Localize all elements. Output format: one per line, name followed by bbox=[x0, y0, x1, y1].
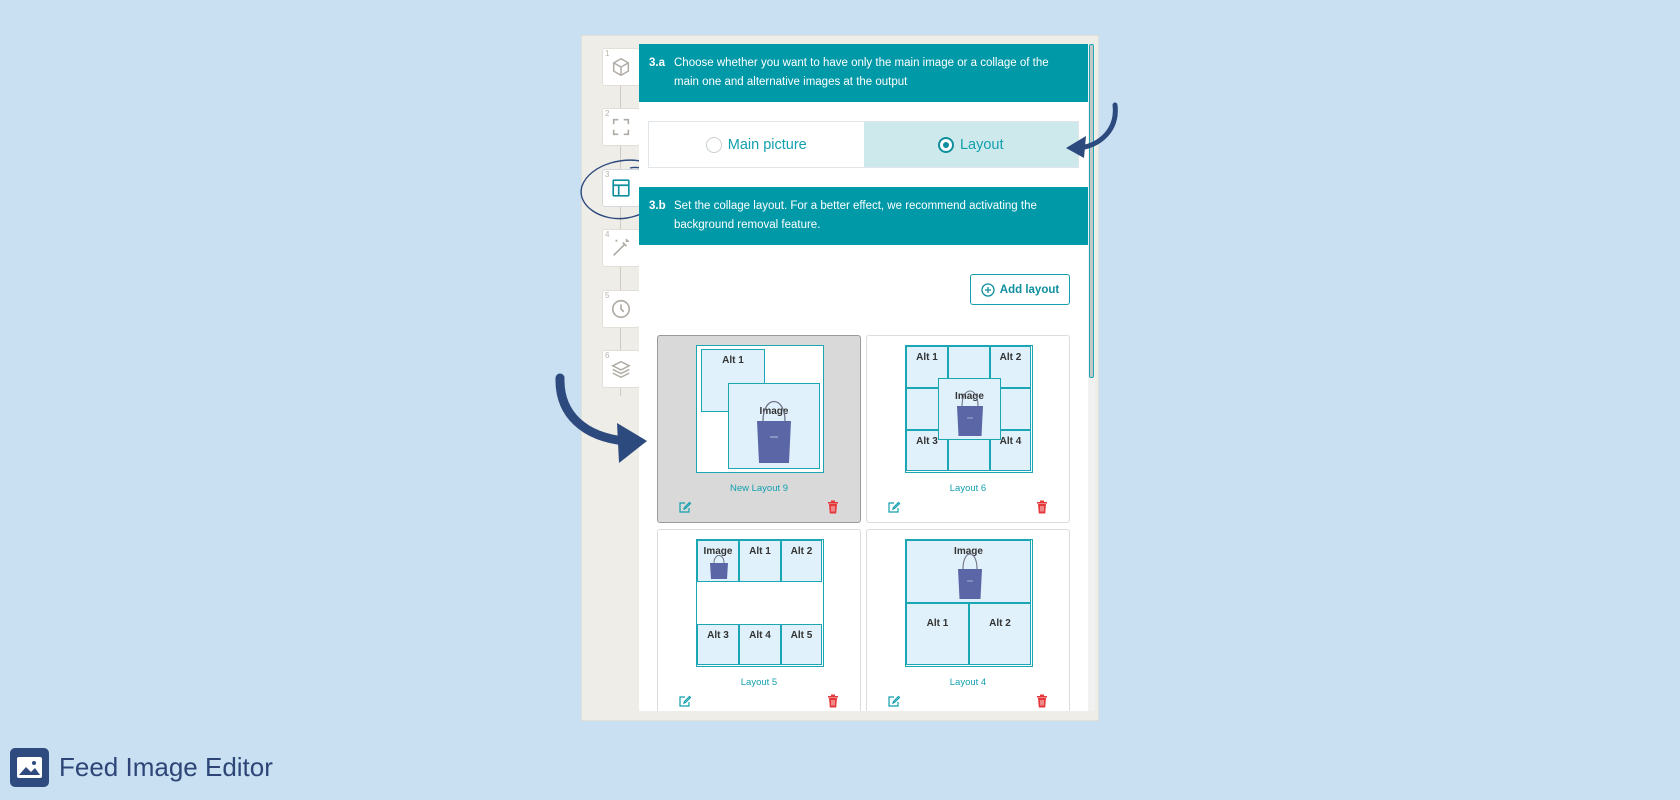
section-text: Choose whether you want to have only the… bbox=[674, 57, 1049, 88]
option-label: Main picture bbox=[727, 136, 807, 153]
trash-icon[interactable] bbox=[1036, 694, 1048, 708]
layout-card[interactable]: Image Alt 1 Alt 2 Layout 4 bbox=[866, 529, 1070, 711]
arrow-to-layout-option bbox=[1066, 102, 1118, 158]
step-3-layout[interactable]: 3 bbox=[602, 169, 640, 207]
cube-icon bbox=[612, 57, 630, 77]
trash-icon[interactable] bbox=[827, 500, 839, 514]
tote-bag-image bbox=[710, 555, 728, 579]
radio-button[interactable] bbox=[705, 136, 722, 153]
layout-icon bbox=[612, 179, 630, 197]
step-5-schedule[interactable]: 5 bbox=[602, 290, 640, 328]
layout-preview: Image Alt 1 Alt 2 Alt 3 Alt 4 Alt 5 bbox=[696, 539, 824, 667]
tote-bag-image bbox=[958, 553, 982, 599]
layout-name: New Layout 9 bbox=[729, 483, 789, 494]
layout-cell: Image bbox=[728, 383, 820, 469]
layout-card[interactable]: Alt 1 Image New Layout 9 bbox=[657, 335, 861, 523]
magic-wand-icon bbox=[613, 238, 629, 256]
layout-card[interactable]: Image Alt 1 Alt 2 Alt 3 Alt 4 Alt 5 Layo… bbox=[657, 529, 861, 711]
step-number: 4 bbox=[605, 230, 610, 239]
section-text: Set the collage layout. For a better eff… bbox=[674, 200, 1037, 231]
step-number: 3 bbox=[605, 170, 610, 179]
layout-cell: Image bbox=[938, 378, 1001, 440]
scrollbar-thumb[interactable] bbox=[1089, 44, 1094, 378]
editor-frame: 1 2 3 4 5 6 3.a Choose whether you want … bbox=[580, 35, 1099, 721]
step-number: 6 bbox=[605, 351, 610, 360]
step-2-crop[interactable]: 2 bbox=[602, 108, 640, 146]
layout-cell: Image bbox=[906, 540, 1031, 603]
layout-cell: Image bbox=[697, 540, 739, 582]
option-label: Layout bbox=[959, 136, 1004, 153]
step-4-effects[interactable]: 4 bbox=[602, 229, 640, 267]
add-layout-label: Add layout bbox=[999, 283, 1060, 296]
option-main-picture[interactable]: Main picture bbox=[649, 122, 864, 167]
edit-icon[interactable] bbox=[678, 500, 692, 514]
step-number: 5 bbox=[605, 291, 610, 300]
layout-cell: Alt 5 bbox=[781, 624, 822, 665]
arrow-to-selected-layout bbox=[555, 373, 647, 463]
section-3a-banner: 3.a Choose whether you want to have only… bbox=[639, 44, 1088, 102]
layout-preview: Alt 1 Alt 2 Alt 3 Alt 4 Image bbox=[905, 345, 1033, 473]
add-layout-button[interactable]: Add layout bbox=[970, 274, 1070, 305]
section-code: 3.a bbox=[649, 57, 665, 69]
fullscreen-icon bbox=[612, 118, 630, 136]
layout-panel: 3.a Choose whether you want to have only… bbox=[639, 44, 1088, 711]
trash-icon[interactable] bbox=[1036, 500, 1048, 514]
panel-scrollbar[interactable] bbox=[1088, 44, 1095, 711]
layout-cell: Alt 3 bbox=[697, 624, 739, 665]
step-number: 1 bbox=[605, 49, 610, 58]
radio-button-selected[interactable] bbox=[937, 136, 954, 153]
layers-icon bbox=[611, 360, 631, 379]
step-number: 2 bbox=[605, 109, 610, 118]
layout-name: Layout 6 bbox=[949, 483, 987, 494]
layout-cell: Alt 4 bbox=[739, 624, 781, 665]
edit-icon[interactable] bbox=[887, 694, 901, 708]
output-choice: Main picture Layout bbox=[648, 121, 1079, 168]
trash-icon[interactable] bbox=[827, 694, 839, 708]
layout-preview: Image Alt 1 Alt 2 bbox=[905, 539, 1033, 667]
layout-preview: Alt 1 Image bbox=[696, 345, 824, 473]
image-icon bbox=[17, 757, 42, 778]
layout-cell: Alt 2 bbox=[781, 540, 822, 582]
layout-cell: Alt 1 bbox=[739, 540, 781, 582]
plus-circle-icon bbox=[981, 282, 995, 297]
option-layout[interactable]: Layout bbox=[863, 122, 1078, 167]
edit-icon[interactable] bbox=[678, 694, 692, 708]
layout-name: Layout 4 bbox=[949, 677, 987, 688]
tote-bag-image bbox=[957, 390, 983, 436]
tote-bag-image bbox=[757, 401, 791, 463]
clock-icon bbox=[611, 299, 631, 319]
step-1-product[interactable]: 1 bbox=[602, 48, 640, 86]
app-logo bbox=[10, 748, 49, 787]
layout-name: Layout 5 bbox=[740, 677, 778, 688]
layout-cell: Alt 1 bbox=[906, 603, 969, 665]
section-3b-banner: 3.b Set the collage layout. For a better… bbox=[639, 187, 1088, 245]
layout-card[interactable]: Alt 1 Alt 2 Alt 3 Alt 4 Image Layout 6 bbox=[866, 335, 1070, 523]
edit-icon[interactable] bbox=[887, 500, 901, 514]
section-code: 3.b bbox=[649, 200, 666, 212]
step-6-layers[interactable]: 6 bbox=[602, 350, 640, 388]
brand-name: Feed Image Editor bbox=[59, 752, 273, 782]
layout-cell: Alt 2 bbox=[969, 603, 1031, 665]
